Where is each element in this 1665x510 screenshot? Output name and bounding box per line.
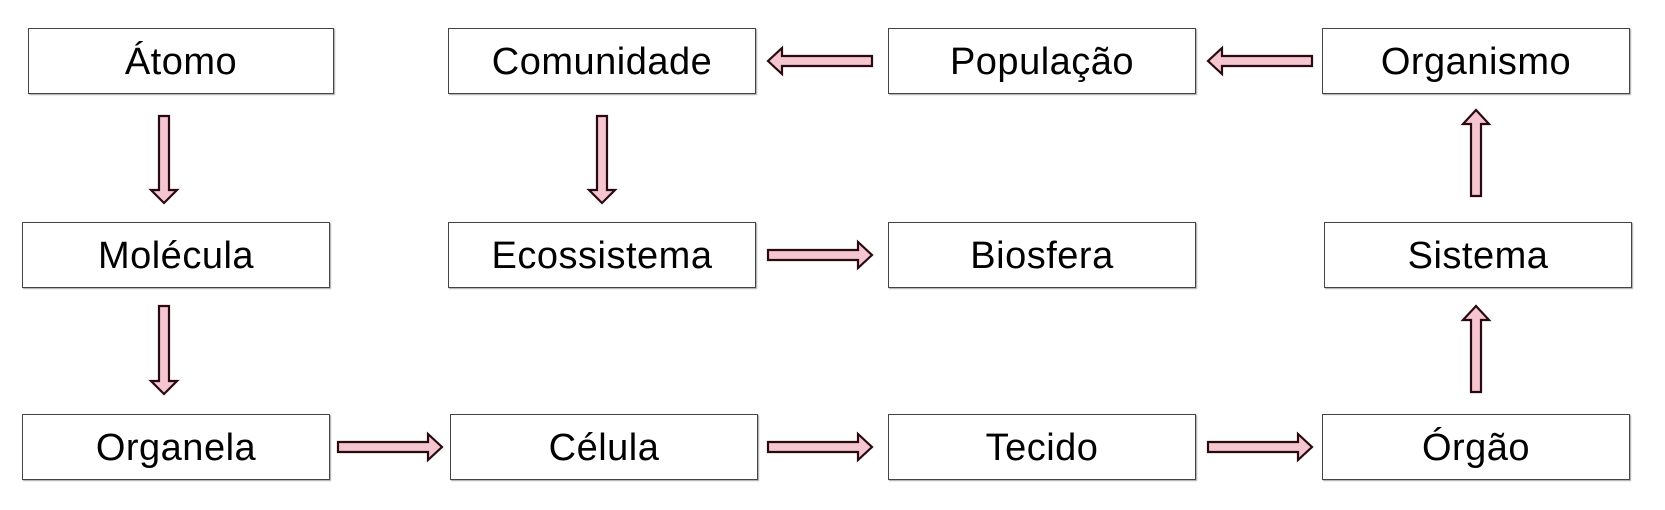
arrow-celula-to-tecido (766, 431, 874, 463)
node-comunidade: Comunidade (448, 28, 756, 94)
arrow-orgao-to-sistema (1460, 304, 1492, 394)
node-organismo: Organismo (1322, 28, 1630, 94)
node-celula-label: Célula (548, 426, 660, 469)
arrow-atomo-to-molecula (148, 114, 180, 205)
node-atomo-label: Átomo (124, 40, 238, 83)
node-sistema-label: Sistema (1407, 234, 1549, 277)
node-biosfera-label: Biosfera (970, 234, 1114, 277)
node-sistema: Sistema (1324, 222, 1632, 288)
node-celula: Célula (450, 414, 758, 480)
node-organela-label: Organela (95, 426, 257, 469)
node-populacao: População (888, 28, 1196, 94)
arrow-organela-to-celula (336, 431, 444, 463)
node-orgao-label: Órgão (1421, 426, 1531, 469)
node-populacao-label: População (949, 40, 1135, 83)
node-molecula-label: Molécula (97, 234, 255, 277)
arrow-organismo-to-populacao (1206, 45, 1314, 77)
node-ecossistema-label: Ecossistema (491, 234, 713, 277)
node-organismo-label: Organismo (1380, 40, 1572, 83)
node-ecossistema: Ecossistema (448, 222, 756, 288)
node-molecula: Molécula (22, 222, 330, 288)
arrow-ecossistema-to-biosfera (766, 239, 874, 271)
node-comunidade-label: Comunidade (491, 40, 713, 83)
node-orgao: Órgão (1322, 414, 1630, 480)
arrow-molecula-to-organela (148, 304, 180, 396)
arrow-tecido-to-orgao (1206, 431, 1314, 463)
arrow-comunidade-to-ecossistema (586, 114, 618, 205)
node-atomo: Átomo (28, 28, 334, 94)
node-biosfera: Biosfera (888, 222, 1196, 288)
arrow-sistema-to-organismo (1460, 108, 1492, 198)
node-tecido: Tecido (888, 414, 1196, 480)
arrow-populacao-to-comunidade (766, 45, 874, 77)
node-organela: Organela (22, 414, 330, 480)
node-tecido-label: Tecido (985, 426, 1099, 469)
